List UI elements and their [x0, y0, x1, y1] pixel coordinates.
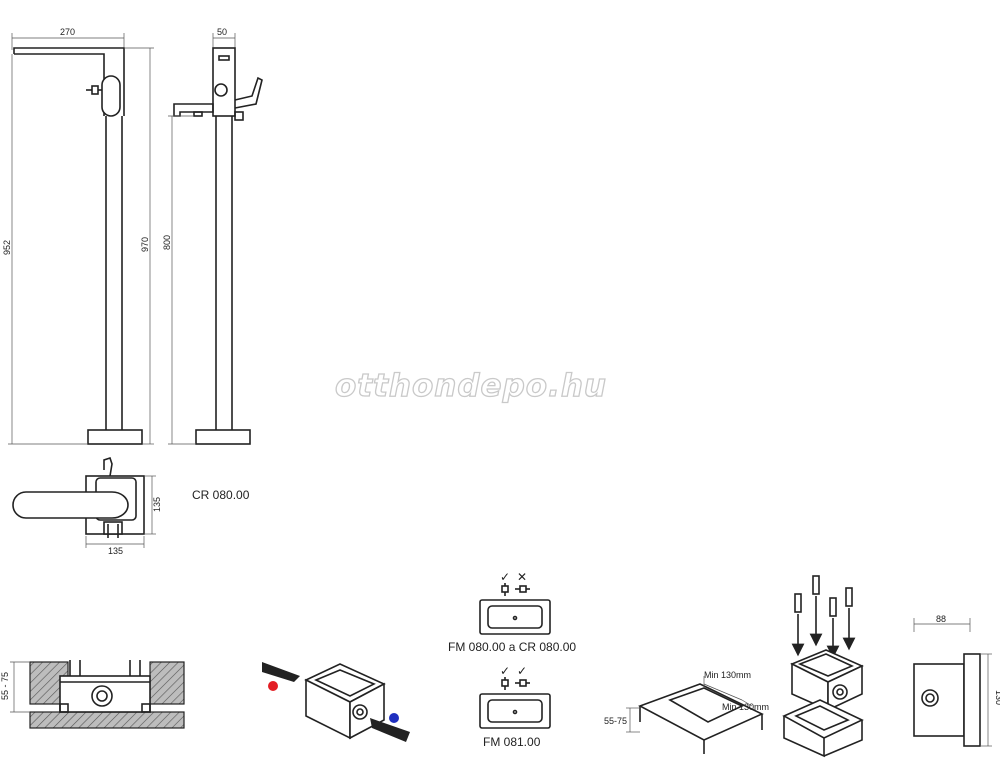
front-height-dim: 952: [2, 240, 12, 255]
recess-iso: Min 130mm Min 130mm 55-75: [604, 670, 769, 754]
recess-depth-dim: 55-75: [604, 716, 627, 726]
front-height-dim2: 970: [140, 237, 150, 252]
box-install-iso: [782, 575, 864, 758]
top-depth-dim: 135: [152, 497, 162, 512]
watermark: otthondepo.hu: [335, 368, 607, 404]
side-view: 50 800: [162, 27, 263, 445]
compat-option-1-label: FM 080.00 a CR 080.00: [448, 640, 576, 654]
compat-option-2: ✓ ✓ FM 081.00: [479, 664, 551, 749]
top-width-dim: 135: [108, 546, 123, 556]
box-width-dim: 88: [936, 614, 946, 624]
recess-min-2: Min 130mm: [722, 702, 769, 712]
recess-min-1: Min 130mm: [704, 670, 751, 680]
connection-box-iso: [262, 662, 410, 742]
top-view: 135 135: [12, 456, 162, 556]
base-front: [87, 429, 143, 445]
compat1-mark-2: ✕: [517, 570, 527, 584]
box-side-view: 88 130: [913, 614, 1000, 747]
install-depth-dim: 55 - 75: [0, 672, 10, 700]
screw-arrows: [791, 575, 856, 659]
handle-front: [101, 75, 121, 117]
side-spout-height-dim: 800: [162, 235, 172, 250]
compat2-mark-1: ✓: [500, 664, 510, 678]
base-side: [195, 429, 251, 445]
compat-option-1: ✓ ✕ FM 080.00 a CR 080.00: [448, 570, 576, 654]
compat2-mark-2: ✓: [517, 664, 527, 678]
side-width-dim: 50: [217, 27, 227, 37]
box-height-dim: 130: [994, 690, 1000, 705]
model-label: CR 080.00: [192, 488, 250, 502]
front-width-dim: 270: [60, 27, 75, 37]
cold-water-dot: [389, 713, 399, 723]
front-view: 270 952 970: [2, 27, 154, 445]
hot-water-dot: [268, 681, 278, 691]
install-section: 55 - 75: [0, 660, 185, 729]
compat1-mark-1: ✓: [500, 570, 510, 584]
compat-option-2-label: FM 081.00: [483, 735, 541, 749]
